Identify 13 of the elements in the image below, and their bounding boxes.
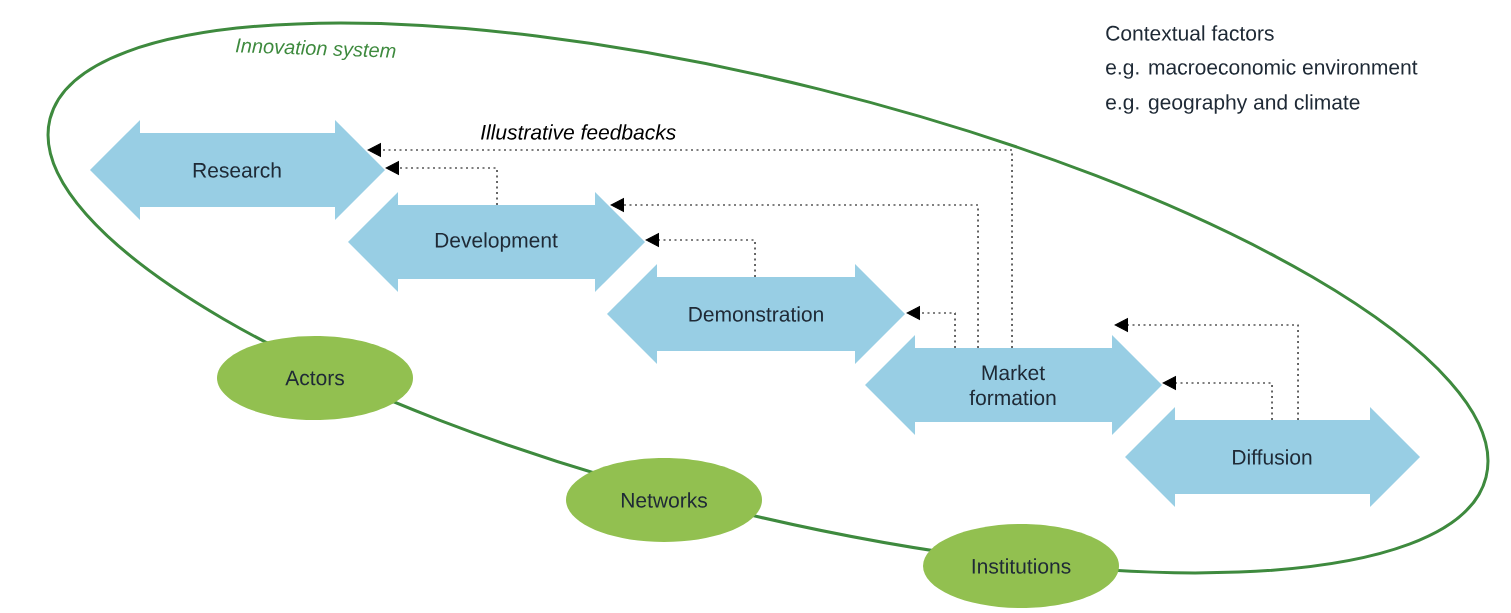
annotation-text: Illustrative feedbacks — [481, 124, 676, 140]
context-text: e.g. macroeconomic environment — [1106, 59, 1418, 79]
stage-block: Market formation — [865, 335, 1162, 435]
stage-block: Demonstration — [607, 264, 905, 364]
stage-block: Research — [90, 120, 385, 220]
system-label: Innovation system — [235, 38, 396, 61]
context-text: e.g. geography and climate — [1106, 94, 1360, 114]
stage-block: Diffusion — [1125, 407, 1420, 507]
stage-block: Development — [348, 192, 645, 292]
context-text: Contextual factors — [1106, 25, 1274, 41]
oval: Actors — [217, 336, 413, 420]
oval: Institutions — [923, 524, 1119, 608]
oval: Networks — [566, 458, 762, 542]
